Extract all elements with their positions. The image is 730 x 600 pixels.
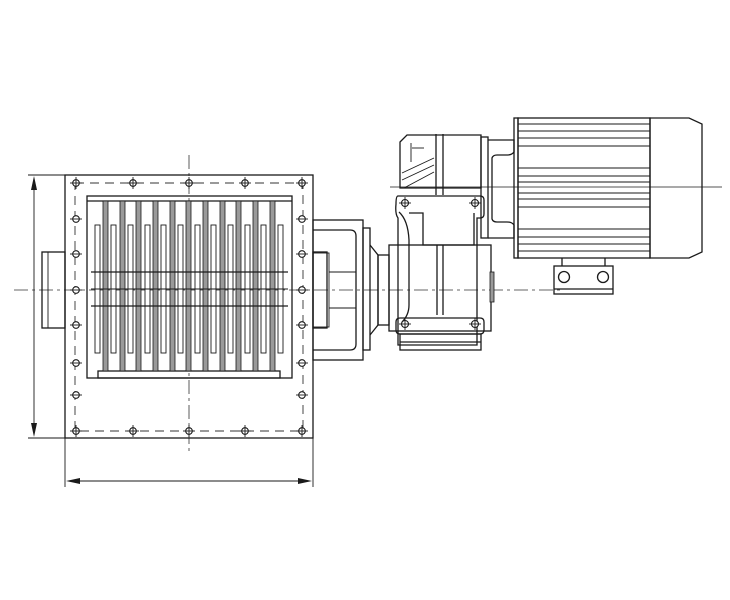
gearbox — [388, 134, 495, 351]
motor — [488, 117, 703, 259]
width-dimension — [64, 438, 314, 487]
cutter-blades — [86, 195, 293, 379]
motor-foot — [553, 258, 614, 295]
height-dimension — [28, 174, 65, 439]
flange-bolts — [70, 177, 308, 437]
